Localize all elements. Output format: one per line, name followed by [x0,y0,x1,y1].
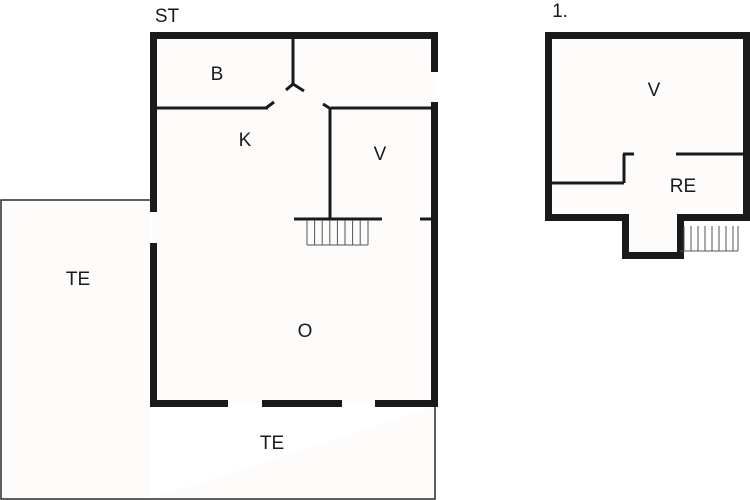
stairs-ground [306,220,369,246]
floor-title-ground: ST [154,6,180,27]
room-label-landing: RE [669,176,697,197]
ground-floor [150,32,438,407]
first-floor [545,32,750,259]
first-floor-exterior-walls [545,32,750,259]
room-label-bedroom: V [373,144,387,165]
room-label-terrace-bottom: TE [259,433,285,454]
first-floor-interior-walls [552,152,743,185]
stairs-first-floor [680,226,739,252]
terrace-bottom [150,407,436,500]
room-label-terrace-left: TE [65,269,91,290]
room-label-bathroom: B [210,64,224,85]
room-label-upper-bedroom: V [647,80,661,101]
terrace-outlines [0,199,436,500]
room-label-kitchen: K [238,130,252,151]
interior-walls [157,39,431,221]
terrace-left [0,199,150,500]
floor-title-first: 1. [552,1,568,22]
exterior-walls [150,32,438,407]
first-floor-area [552,39,743,252]
room-label-living: O [297,321,313,342]
